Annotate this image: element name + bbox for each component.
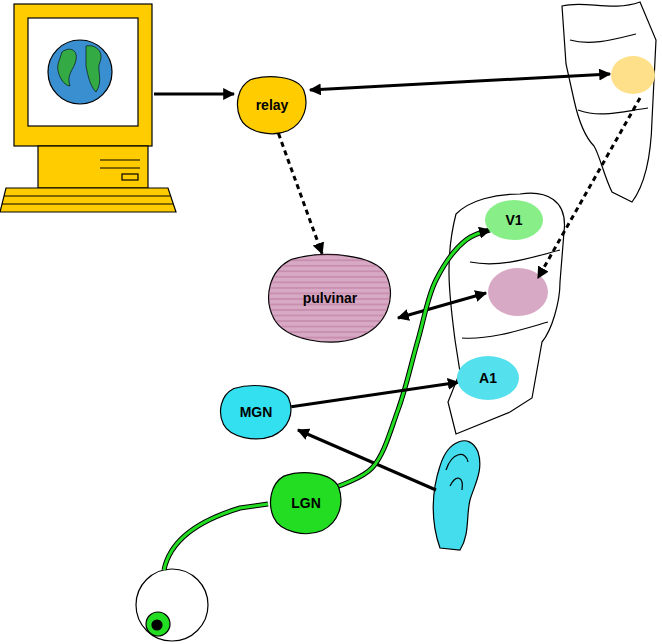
thalamic-nucleus: LGN bbox=[269, 471, 343, 535]
cortex-top bbox=[562, 2, 656, 202]
cortical-area: A1 bbox=[457, 356, 519, 400]
arrow bbox=[310, 74, 610, 90]
optic-fibre bbox=[164, 504, 268, 570]
arrow bbox=[154, 93, 234, 96]
node-label: MGN bbox=[240, 404, 273, 420]
node-label: relay bbox=[256, 97, 289, 113]
thalamic-nucleus: MGN bbox=[219, 384, 293, 440]
arrow bbox=[398, 293, 486, 318]
node-label: A1 bbox=[479, 370, 497, 386]
connector-group bbox=[291, 382, 458, 407]
cortex bbox=[448, 193, 564, 434]
projection-arrow bbox=[279, 134, 323, 254]
node-label: LGN bbox=[291, 495, 321, 511]
pulvinar-target-region bbox=[488, 268, 548, 316]
eye bbox=[136, 569, 208, 641]
optic-fibre bbox=[164, 504, 268, 570]
projection-arrow bbox=[291, 382, 458, 407]
node-label: pulvinar bbox=[303, 290, 357, 306]
connector-group bbox=[279, 134, 323, 254]
node-label: V1 bbox=[505, 212, 522, 228]
cortical-area: V1 bbox=[485, 200, 543, 240]
dashed-arrow bbox=[538, 98, 640, 278]
thalamic-nucleus: pulvinar bbox=[266, 252, 394, 344]
computer bbox=[0, 4, 176, 212]
relay-nucleus: relay bbox=[236, 75, 308, 135]
ear bbox=[433, 441, 480, 550]
